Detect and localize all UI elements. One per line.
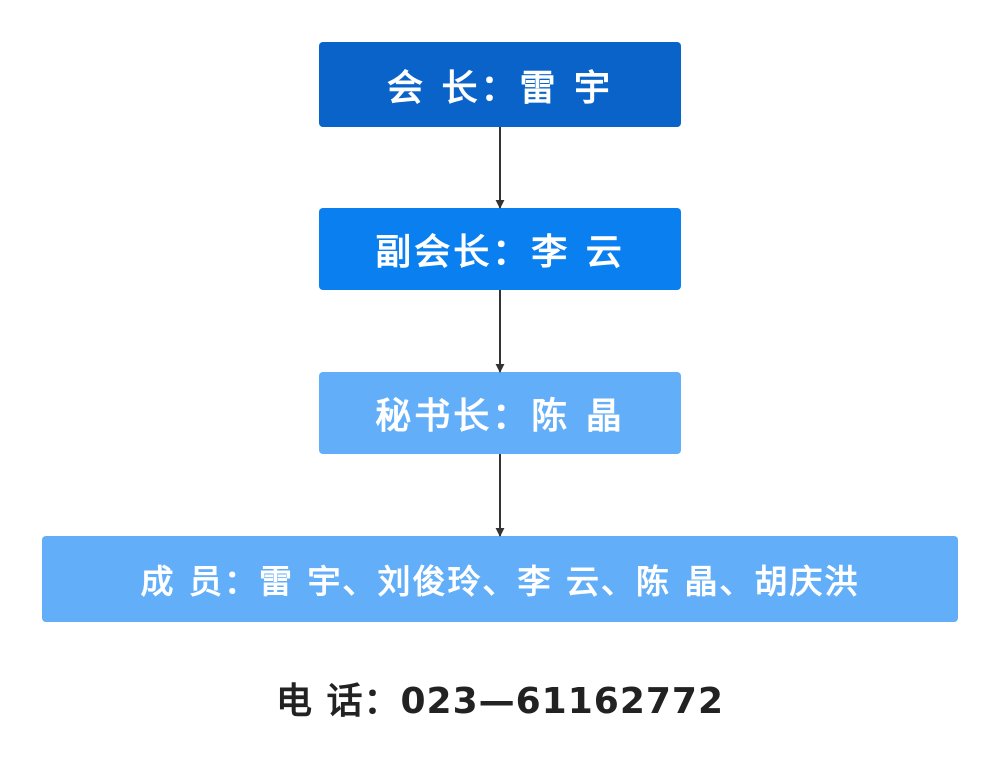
node-members: 成 员：雷 宇、刘俊玲、李 云、陈 晶、胡庆洪 — [42, 536, 958, 622]
node-secretary-general-label: 秘书长：陈 晶 — [375, 396, 625, 437]
node-secretary-general: 秘书长：陈 晶 — [319, 372, 681, 454]
node-president: 会 长：雷 宇 — [319, 42, 681, 127]
node-president-label: 会 长：雷 宇 — [386, 67, 614, 109]
node-vice-president-label: 副会长：李 云 — [375, 232, 625, 273]
node-vice-president: 副会长：李 云 — [319, 208, 681, 290]
node-members-label: 成 员：雷 宇、刘俊玲、李 云、陈 晶、胡庆洪 — [140, 562, 860, 601]
phone-text: 电 话：023—61162772 — [275, 681, 725, 722]
